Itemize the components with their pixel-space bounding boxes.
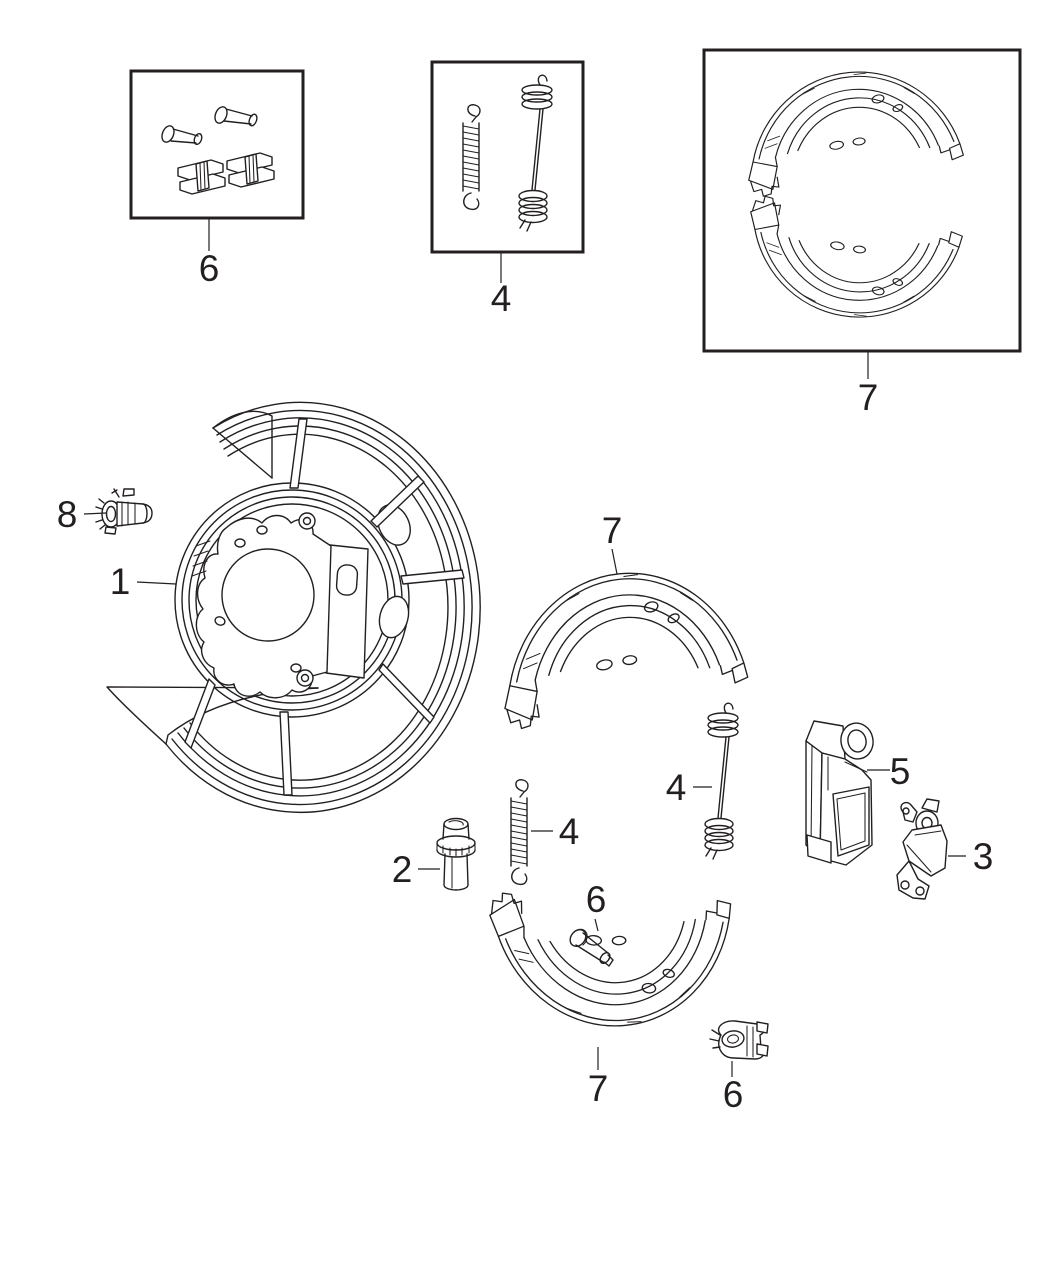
callout-retainer-clamp: 6: [723, 1074, 744, 1115]
spring-icon: [518, 74, 553, 232]
springs-kit-box: [430, 60, 585, 254]
callout-brake-shoe-bottom: 7: [588, 1068, 609, 1109]
callout-brake-shoes-box: 7: [858, 377, 879, 418]
callout-cable-connector: 8: [57, 494, 78, 535]
return-spring-left: [510, 779, 529, 886]
mounting-screw: [569, 928, 614, 967]
callout-hardware-kit-box: 6: [199, 248, 220, 289]
spring-icon: [462, 104, 481, 211]
callout-brake-shoe-middle: 7: [602, 510, 623, 551]
lever: [896, 798, 948, 900]
callout-springs-kit-box: 4: [491, 278, 512, 319]
cable-connector: [95, 488, 153, 535]
support-bracket: [805, 720, 874, 866]
callout-adjuster: 2: [392, 849, 413, 890]
hardware-kit-box: [129, 69, 305, 220]
backing-plate: [106, 401, 481, 814]
callout-return-spring-right: 4: [666, 767, 687, 808]
springs-kit-contents: [462, 74, 553, 232]
leader-lines: [83, 219, 966, 1077]
callout-backing-plate: 1: [110, 561, 131, 602]
pin-icon: [214, 106, 258, 127]
adjuster: [436, 817, 476, 891]
pin-icon: [161, 125, 203, 146]
clip-icon: [177, 159, 226, 195]
brake-shoe-middle: [504, 572, 749, 730]
return-spring-right: [704, 702, 739, 860]
callout-mounting-screw: 6: [586, 879, 607, 920]
brake-shoe-upper: [748, 71, 964, 197]
callout-return-spring-left: 4: [559, 811, 580, 852]
hardware-kit-contents: [161, 106, 275, 195]
brake-shoe-lower: [750, 195, 963, 318]
retainer-clamp: [709, 1020, 769, 1060]
clip-icon: [226, 152, 275, 188]
brake-shoes-box: [702, 48, 1022, 353]
callout-support-bracket: 5: [890, 751, 911, 792]
callout-lever: 3: [973, 836, 994, 877]
